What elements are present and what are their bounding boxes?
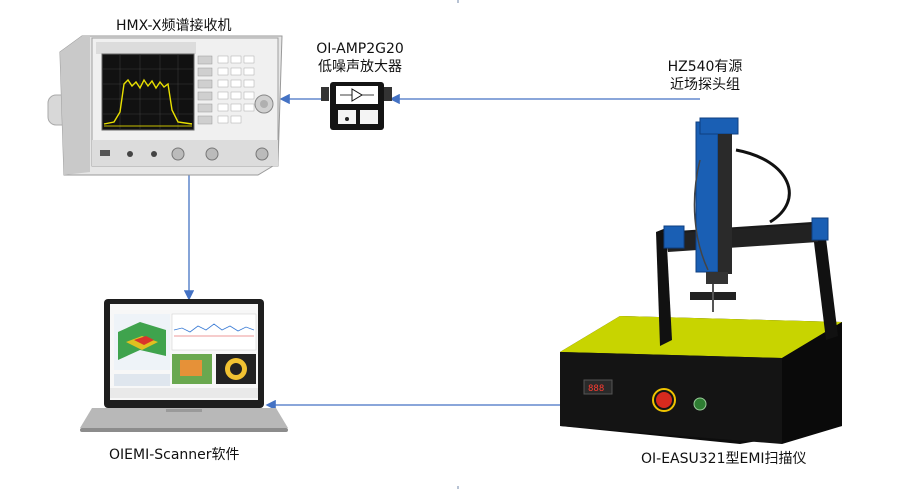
amplifier-label: OI-AMP2G20 低噪声放大器 bbox=[300, 40, 420, 76]
bottom-edge-mark bbox=[457, 486, 459, 489]
probe-label-line1: HZ540有源 bbox=[667, 59, 743, 75]
amplifier-label-line1: OI-AMP2G20 bbox=[316, 41, 404, 57]
probe-label: HZ540有源 近场探头组 bbox=[650, 58, 760, 94]
svg-text:888: 888 bbox=[588, 384, 604, 394]
analyzer-label: HMX-X频谱接收机 bbox=[116, 18, 232, 34]
probe-label-line2: 近场探头组 bbox=[670, 77, 740, 93]
amplifier-label-line2: 低噪声放大器 bbox=[318, 59, 402, 75]
software-label: OIEMI-Scanner软件 bbox=[109, 447, 240, 463]
scanner-label: OI-EASU321型EMI扫描仪 bbox=[641, 451, 807, 467]
top-edge-mark bbox=[457, 0, 459, 3]
